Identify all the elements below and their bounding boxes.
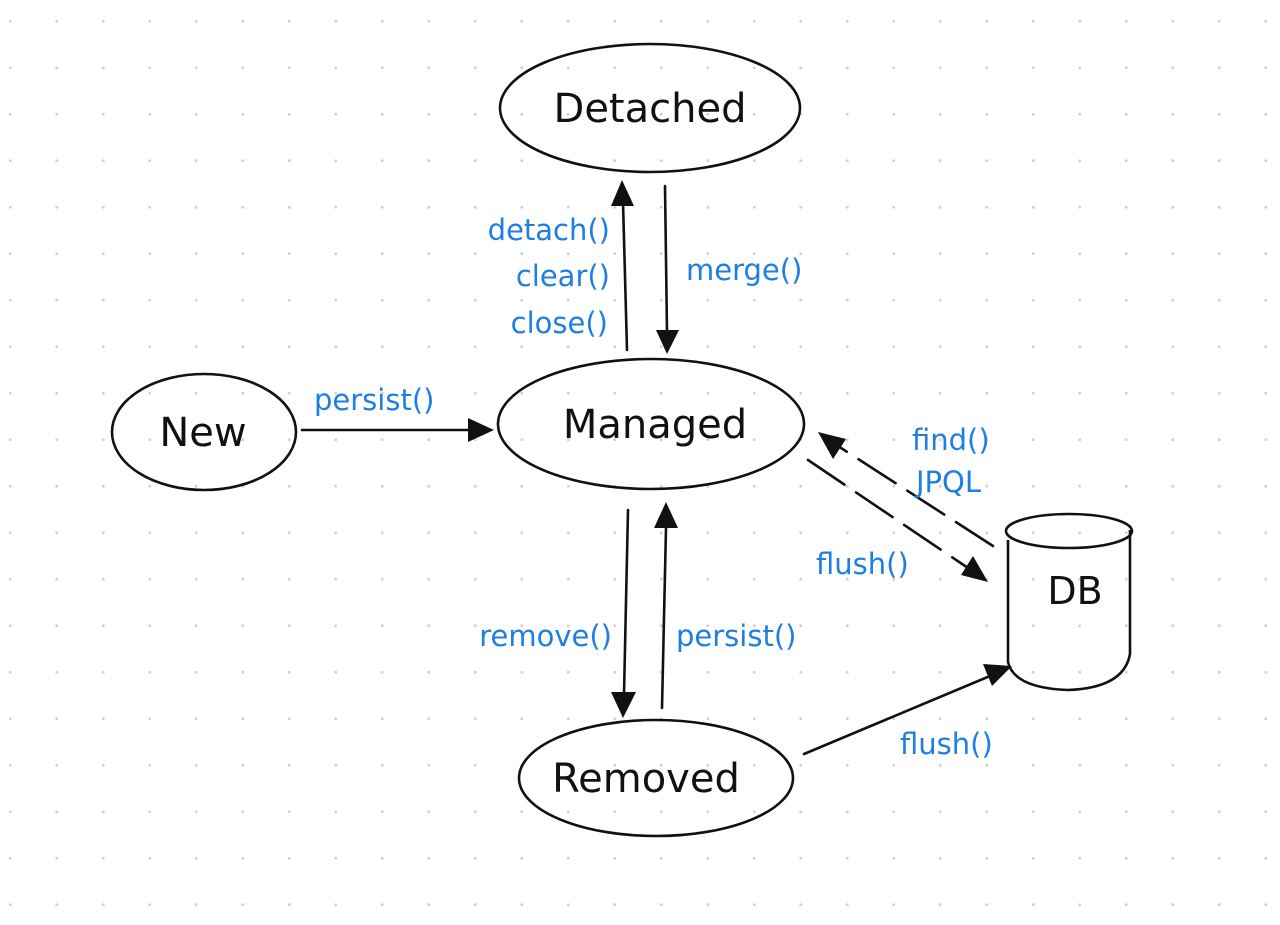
arrow-line-dashed bbox=[836, 444, 995, 548]
arrowhead bbox=[656, 330, 679, 354]
node-managed: Managed bbox=[496, 357, 806, 491]
arrowhead bbox=[961, 556, 988, 582]
arrowhead bbox=[611, 180, 634, 206]
label-clear: clear() bbox=[516, 259, 610, 293]
arrowhead bbox=[818, 432, 846, 459]
new-ellipse bbox=[110, 372, 298, 492]
arrow-line bbox=[663, 184, 669, 334]
db-cylinder-body bbox=[1006, 530, 1132, 692]
label-flush-removed: flush() bbox=[900, 727, 993, 761]
arrow-line bbox=[802, 674, 992, 756]
removed-label: Removed bbox=[552, 756, 740, 802]
detached-ellipse bbox=[498, 42, 802, 174]
db-label: DB bbox=[1047, 569, 1102, 613]
node-new: New bbox=[110, 372, 298, 492]
label-merge: merge() bbox=[686, 253, 802, 287]
arrowhead bbox=[983, 664, 1012, 686]
edge-db-to-managed bbox=[818, 432, 995, 548]
detached-label: Detached bbox=[554, 86, 747, 132]
removed-ellipse bbox=[517, 718, 795, 838]
label-flush-managed: flush() bbox=[816, 547, 909, 581]
edge-managed-to-removed bbox=[611, 508, 636, 718]
edge-removed-to-managed bbox=[654, 502, 678, 710]
managed-ellipse bbox=[496, 357, 806, 491]
arrow-line bbox=[660, 526, 668, 710]
edge-detached-to-managed bbox=[656, 184, 679, 354]
arrow-line-dashed bbox=[806, 458, 970, 570]
arrowhead bbox=[468, 418, 494, 442]
label-persist-removed: persist() bbox=[676, 619, 796, 653]
arrowhead bbox=[611, 692, 636, 718]
edge-removed-to-db bbox=[802, 664, 1012, 756]
label-remove: remove() bbox=[479, 619, 612, 653]
managed-label: Managed bbox=[563, 402, 747, 448]
label-find: find() bbox=[912, 423, 990, 457]
db-cylinder-top bbox=[1004, 512, 1134, 550]
arrowhead bbox=[654, 502, 678, 528]
node-db: DB bbox=[1004, 512, 1134, 692]
label-persist-new: persist() bbox=[314, 383, 434, 417]
edge-managed-to-db bbox=[806, 458, 988, 582]
arrow-line bbox=[621, 200, 629, 352]
node-removed: Removed bbox=[517, 718, 795, 838]
label-close: close() bbox=[511, 306, 608, 340]
edge-managed-to-detached bbox=[611, 180, 634, 352]
new-label: New bbox=[159, 410, 246, 456]
label-jpql: JPQL bbox=[914, 465, 981, 499]
node-detached: Detached bbox=[498, 42, 802, 174]
arrow-line bbox=[622, 508, 630, 696]
label-detach: detach() bbox=[488, 213, 610, 247]
edge-new-to-managed bbox=[300, 418, 494, 442]
